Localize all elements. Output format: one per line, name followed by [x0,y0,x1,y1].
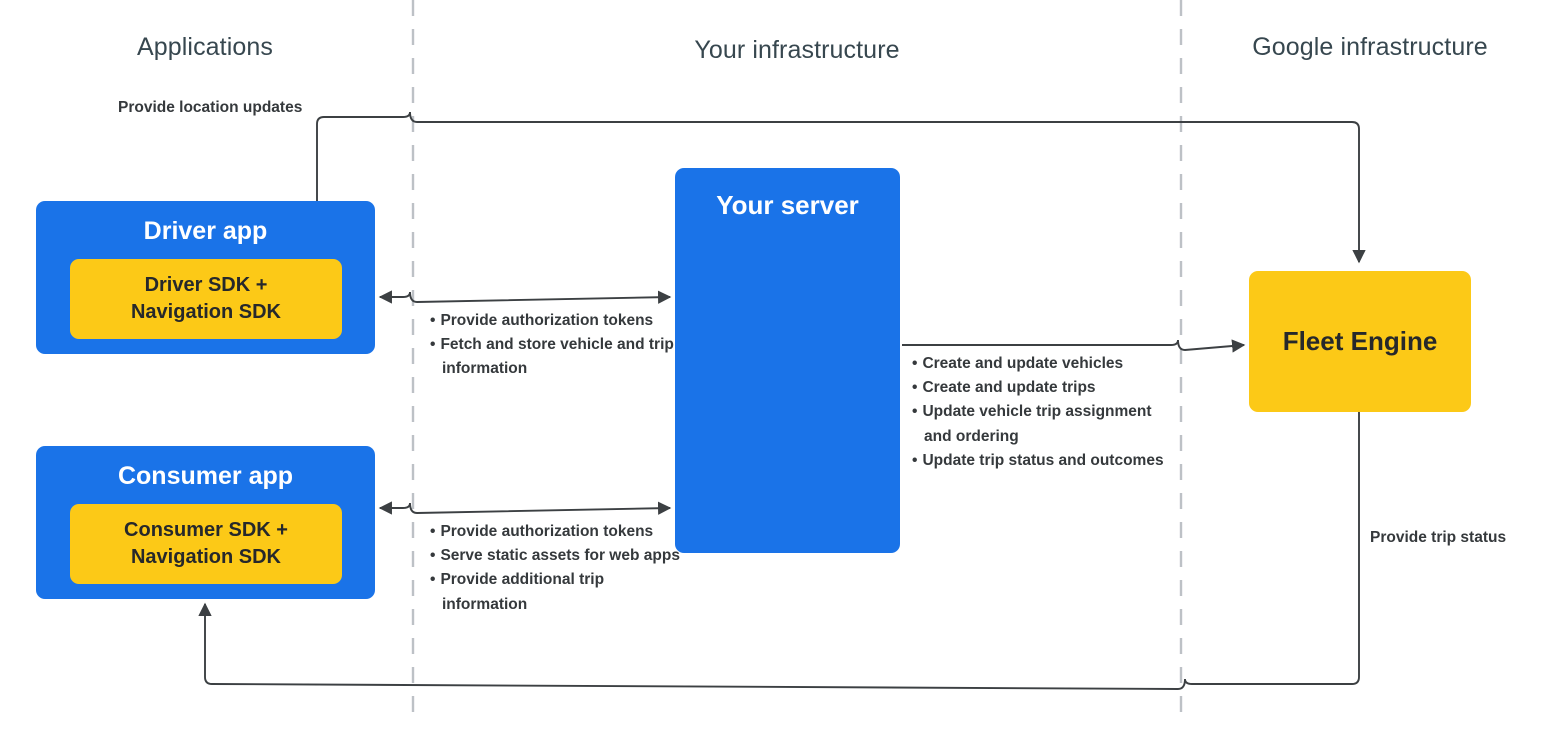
list-item: Update vehicle trip assignment and order… [912,400,1170,448]
node-consumer-app[interactable]: Consumer app Consumer SDK + Navigation S… [36,446,375,599]
node-driver-sdk-line1: Driver SDK + [144,274,268,296]
node-driver-sdk-line2: Navigation SDK [130,301,282,323]
node-driver-app-title: Driver app [143,217,268,245]
edge-notes-server-fleet: Create and update vehicles Create and up… [912,352,1170,473]
list-item: Create and update vehicles [912,352,1170,376]
node-consumer-sdk-line2: Navigation SDK [130,546,282,568]
node-consumer-sdk-line1: Consumer SDK + [124,519,288,541]
node-your-server[interactable]: Your server [675,168,900,553]
edge-label-provide-trip-status-text: Provide trip status [1370,529,1507,546]
column-header-your-infrastructure: Your infrastructure [413,36,1181,65]
edge-notes-consumer-server: Provide authorization tokens Serve stati… [430,520,680,617]
column-header-google-infrastructure: Google infrastructure [1181,33,1559,62]
list-item: Provide authorization tokens [430,309,680,333]
list-item: Serve static assets for web apps [430,544,680,568]
edge-server-fleet [902,339,1246,353]
list-item: Provide additional trip information [430,568,680,616]
list-item: Fetch and store vehicle and trip informa… [430,333,680,381]
column-header-applications: Applications [0,33,410,62]
list-item: Update trip status and outcomes [912,449,1170,473]
node-consumer-sdk[interactable]: Consumer SDK + Navigation SDK [70,504,342,584]
edge-label-provide-location-updates: Provide location updates [118,96,302,120]
column-header-applications-label: Applications [136,33,273,61]
node-consumer-sdk-text: Consumer SDK + Navigation SDK [124,517,288,571]
edge-label-provide-location-updates-text: Provide location updates [118,99,303,116]
node-fleet-engine[interactable]: Fleet Engine [1249,271,1471,412]
node-driver-app[interactable]: Driver app Driver SDK + Navigation SDK [36,201,375,354]
edge-driver-server [378,290,672,304]
list-item: Provide authorization tokens [430,520,680,544]
list-item: Create and update trips [912,376,1170,400]
column-header-your-infrastructure-label: Your infrastructure [694,36,900,64]
node-your-server-title: Your server [716,190,859,220]
node-driver-sdk[interactable]: Driver SDK + Navigation SDK [70,259,342,339]
node-fleet-engine-title: Fleet Engine [1282,326,1438,356]
edge-consumer-server [378,501,672,515]
edge-label-provide-trip-status: Provide trip status [1370,526,1506,550]
node-consumer-app-title: Consumer app [117,462,294,490]
edge-notes-driver-server: Provide authorization tokens Fetch and s… [430,309,680,382]
edge-provide-trip-status [198,412,1360,690]
node-driver-sdk-text: Driver SDK + Navigation SDK [131,272,281,326]
edge-provide-location-updates [316,111,1366,264]
column-header-google-infrastructure-label: Google infrastructure [1252,33,1488,61]
